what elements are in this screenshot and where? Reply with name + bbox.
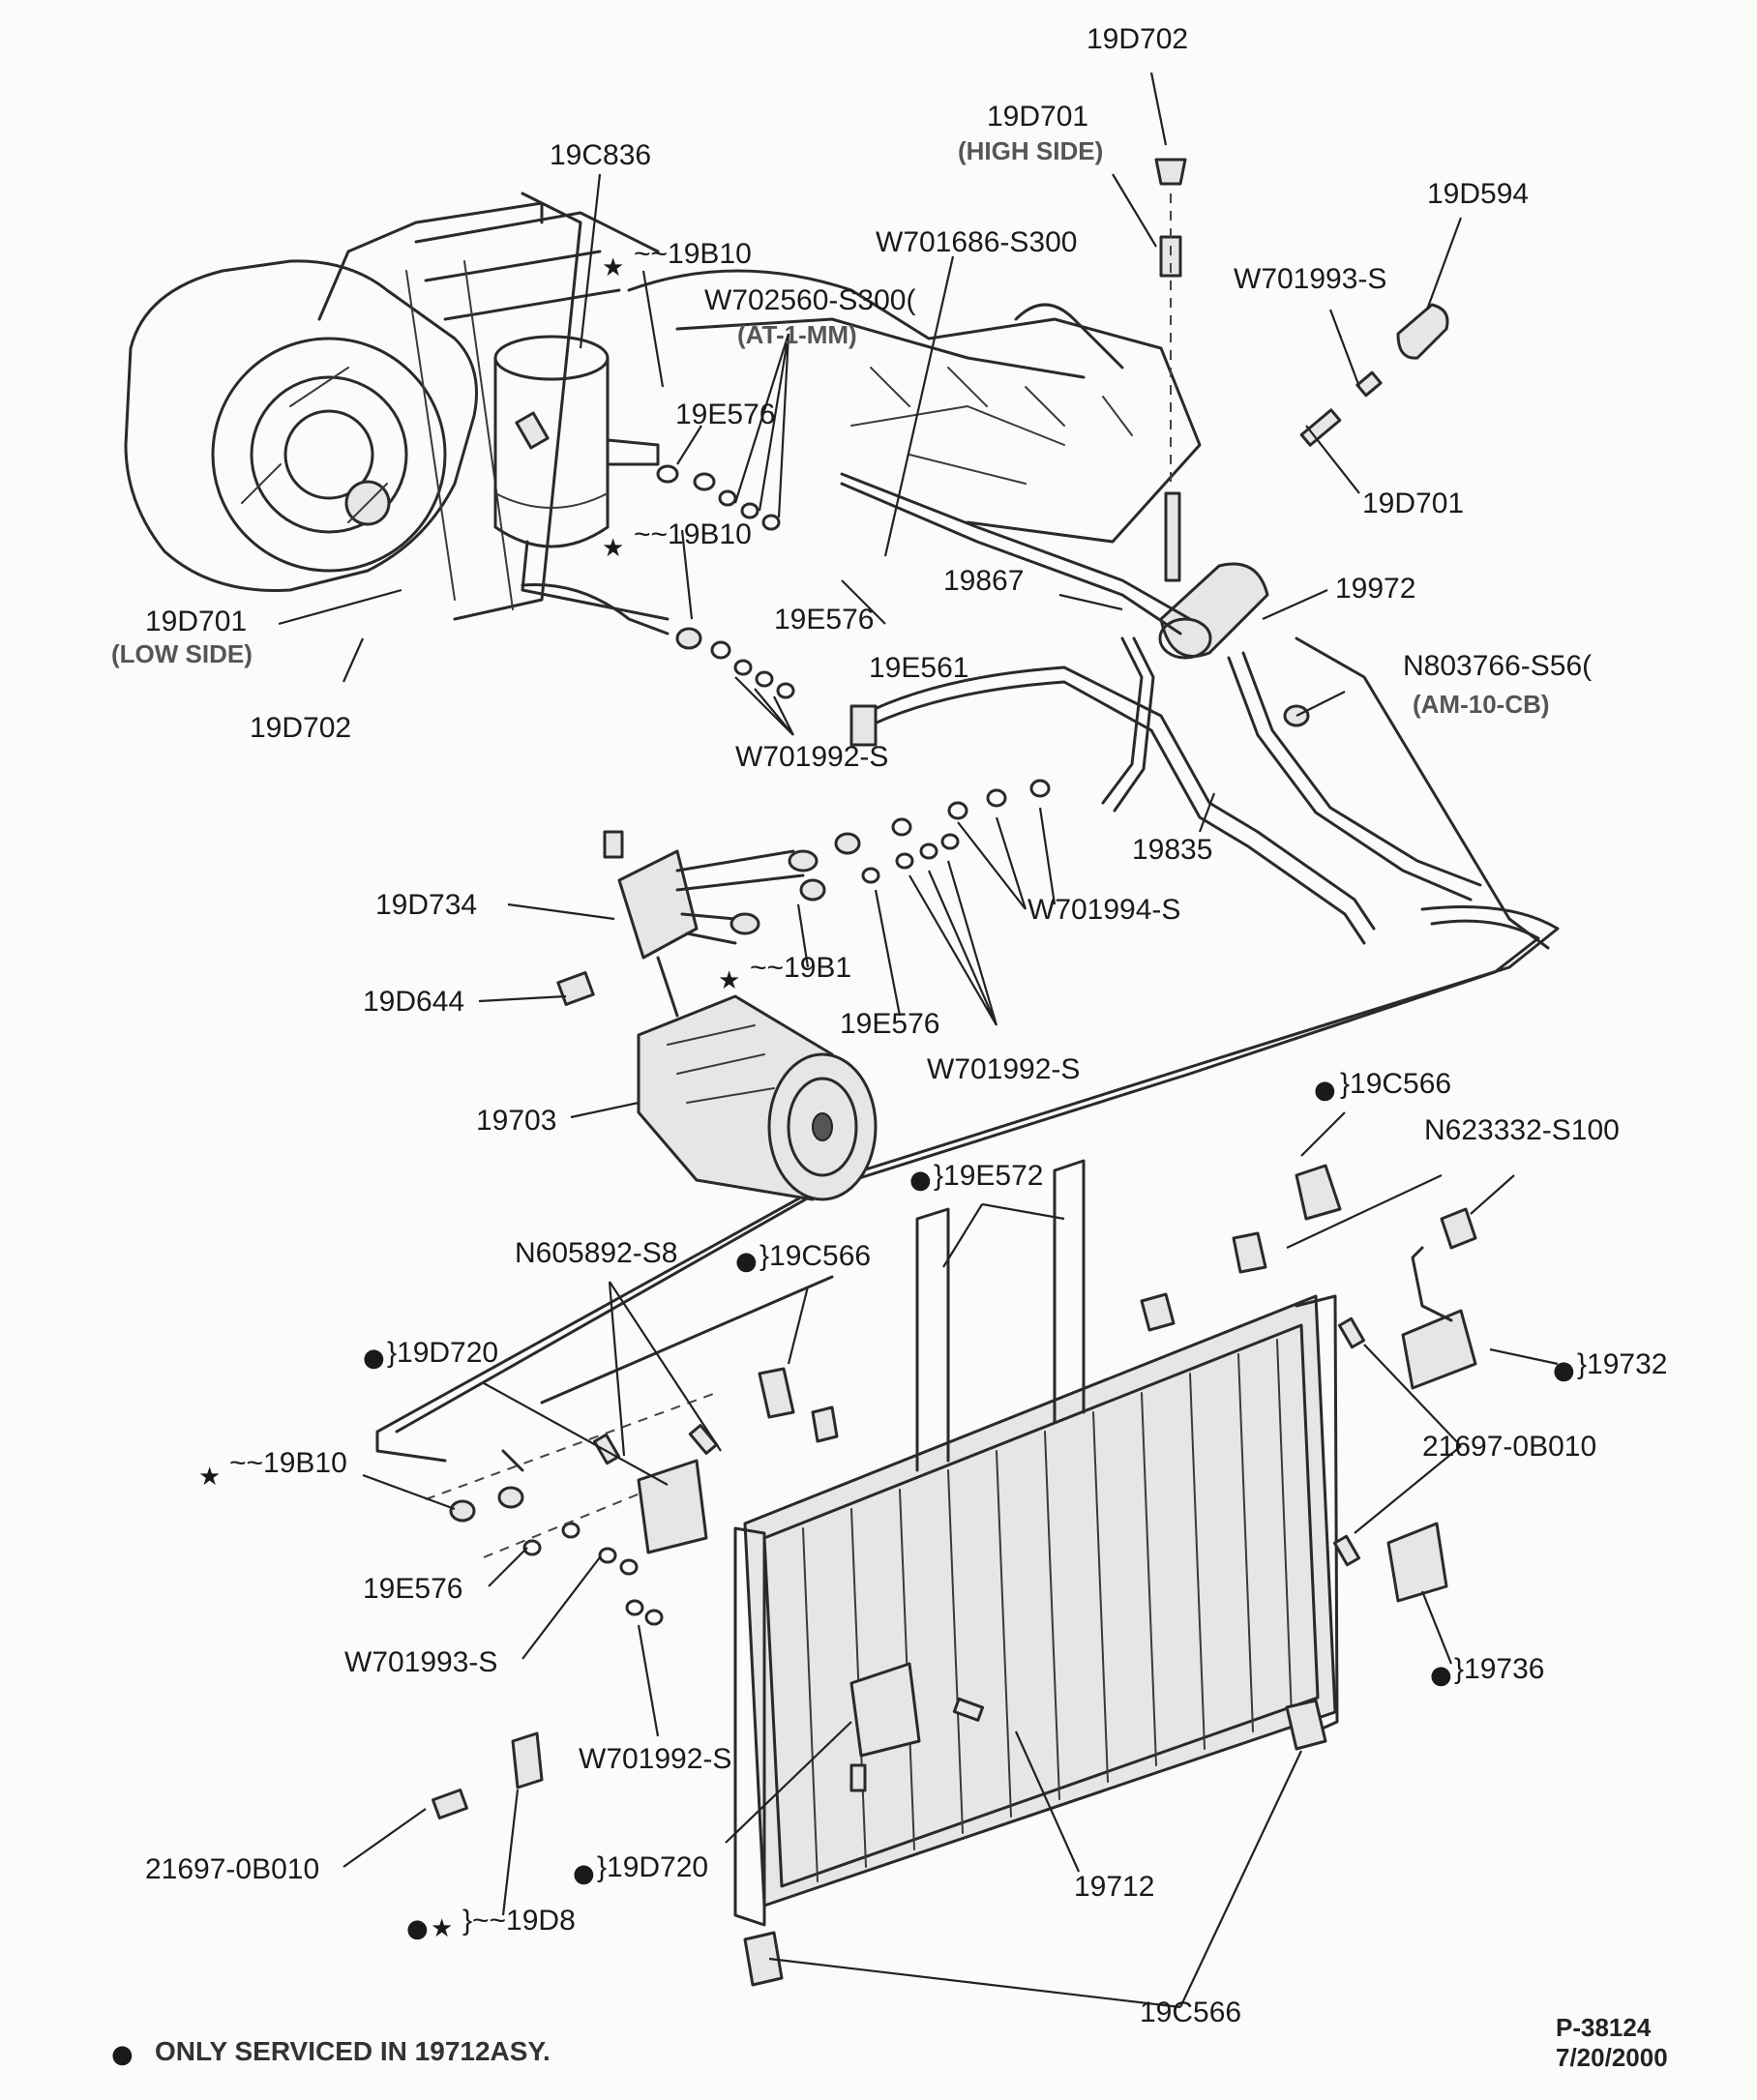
label-19C566-c: 19C566 <box>1140 1996 1241 2028</box>
label-19D701-right: 19D701 <box>1362 488 1464 519</box>
label-19867: 19867 <box>943 565 1024 597</box>
label-19B10-c: ~~19B10 <box>229 1447 347 1479</box>
footer-dot-mark: ● <box>111 2040 134 2069</box>
label-N623332: N623332-S100 <box>1424 1114 1620 1146</box>
label-N803766: N803766-S56( <box>1403 650 1592 682</box>
blower-housing-drawing <box>124 192 660 621</box>
engine-manifold-drawing <box>627 269 1202 544</box>
label-19712: 19712 <box>1074 1871 1154 1903</box>
label-W701992-c: W701992-S <box>579 1743 731 1775</box>
label-19736: }19736 <box>1454 1653 1544 1685</box>
label-19D701-low: 19D701 <box>145 606 247 637</box>
dot-mark-19C566-b: ● <box>735 1247 758 1276</box>
label-at-1-mm: (AT-1-MM) <box>737 320 857 349</box>
label-W701992-b: W701992-S <box>927 1053 1080 1085</box>
label-N605892: N605892-S8 <box>515 1237 677 1269</box>
footer-note: ONLY SERVICED IN 19712ASY. <box>155 2036 551 2066</box>
pressure-switch-drawing <box>1299 303 1449 447</box>
label-am-10-cb: (AM-10-CB) <box>1413 690 1550 719</box>
mounts-brackets-drawing <box>431 1164 1477 1987</box>
label-W701994: W701994-S <box>1027 894 1180 926</box>
label-W701686: W701686-S300 <box>876 226 1077 258</box>
label-19E561: 19E561 <box>869 652 968 684</box>
accumulator-drawing <box>493 335 670 621</box>
dot-mark-19D720-b: ● <box>573 1859 595 1888</box>
compressor-manifold-drawing <box>556 830 819 1018</box>
label-19E572: }19E572 <box>934 1160 1043 1192</box>
dot-mark-19C566-a: ● <box>1314 1076 1336 1105</box>
label-high-side: (HIGH SIDE) <box>958 136 1103 165</box>
dot-mark-19D720-a: ● <box>363 1344 385 1373</box>
label-19C566-a: }19C566 <box>1340 1068 1451 1100</box>
label-19E576-b: 19E576 <box>774 604 874 636</box>
compressor-drawing <box>637 994 878 1201</box>
dot-mark-19736: ● <box>1430 1661 1452 1690</box>
footer-date: 7/20/2000 <box>1556 2043 1668 2072</box>
label-19C836: 19C836 <box>550 139 651 171</box>
label-19D702-top: 19D702 <box>1087 23 1188 55</box>
label-19D8: }~~19D8 <box>462 1905 576 1937</box>
line-art <box>124 158 1560 1987</box>
seal-washers-drawing <box>425 464 1310 1626</box>
label-19E576-d: 19E576 <box>363 1573 462 1605</box>
label-W701993-b: W701993-S <box>344 1646 497 1678</box>
dot-mark-19732: ● <box>1553 1356 1575 1385</box>
label-19D720-b: }19D720 <box>597 1851 708 1883</box>
label-19B1: ~~19B1 <box>750 952 851 984</box>
label-19E576-c: 19E576 <box>840 1008 939 1040</box>
label-19D644: 19D644 <box>363 986 464 1018</box>
callout-labels: 19D702 19D701 (HIGH SIDE) 19D594 19C836 … <box>111 23 1667 2028</box>
condenser-drawing <box>733 1159 1339 1927</box>
label-19B10-b: ~~19B10 <box>634 518 752 550</box>
condenser-lines-drawing <box>375 905 1560 1472</box>
dot-mark-19D8: ● <box>406 1914 429 1943</box>
footer-part-number: P-38124 <box>1556 2013 1652 2042</box>
label-19D701-top: 19D701 <box>987 101 1088 133</box>
star-mark-19D8: ★ <box>431 1914 453 1943</box>
label-19B10-a: ~~19B10 <box>634 238 752 270</box>
label-19703: 19703 <box>476 1105 556 1137</box>
label-19732: }19732 <box>1577 1348 1667 1380</box>
label-19D702-low: 19D702 <box>250 712 351 744</box>
refrigerant-hoses-drawing <box>521 472 1550 950</box>
star-mark-19B10-c: ★ <box>198 1463 221 1492</box>
label-W702560: W702560-S300( <box>704 284 915 316</box>
label-19D594: 19D594 <box>1427 178 1529 210</box>
muffler-drawing <box>1158 562 1269 660</box>
star-mark-19B10-a: ★ <box>602 253 624 282</box>
label-W701992-a: W701992-S <box>735 741 888 773</box>
footer: ● ONLY SERVICED IN 19712ASY. P-38124 7/2… <box>111 2013 1668 2072</box>
label-21697-a: 21697-0B010 <box>1422 1431 1596 1463</box>
label-low-side: (LOW SIDE) <box>111 639 253 668</box>
label-19D720-a: }19D720 <box>387 1337 498 1369</box>
label-19C566-b: }19C566 <box>759 1240 871 1272</box>
high-side-fittings-drawing <box>1154 158 1187 582</box>
star-mark-19B10-b: ★ <box>602 534 624 563</box>
star-mark-19B1: ★ <box>718 966 740 995</box>
leader-lines <box>278 72 1559 2009</box>
label-19835: 19835 <box>1132 834 1212 866</box>
dot-mark-19E572: ● <box>909 1166 932 1195</box>
label-W701993-top: W701993-S <box>1234 263 1386 295</box>
label-19D734: 19D734 <box>375 889 477 921</box>
label-21697-b: 21697-0B010 <box>145 1853 319 1885</box>
label-19E576-a: 19E576 <box>675 399 775 430</box>
label-19972: 19972 <box>1335 573 1415 605</box>
